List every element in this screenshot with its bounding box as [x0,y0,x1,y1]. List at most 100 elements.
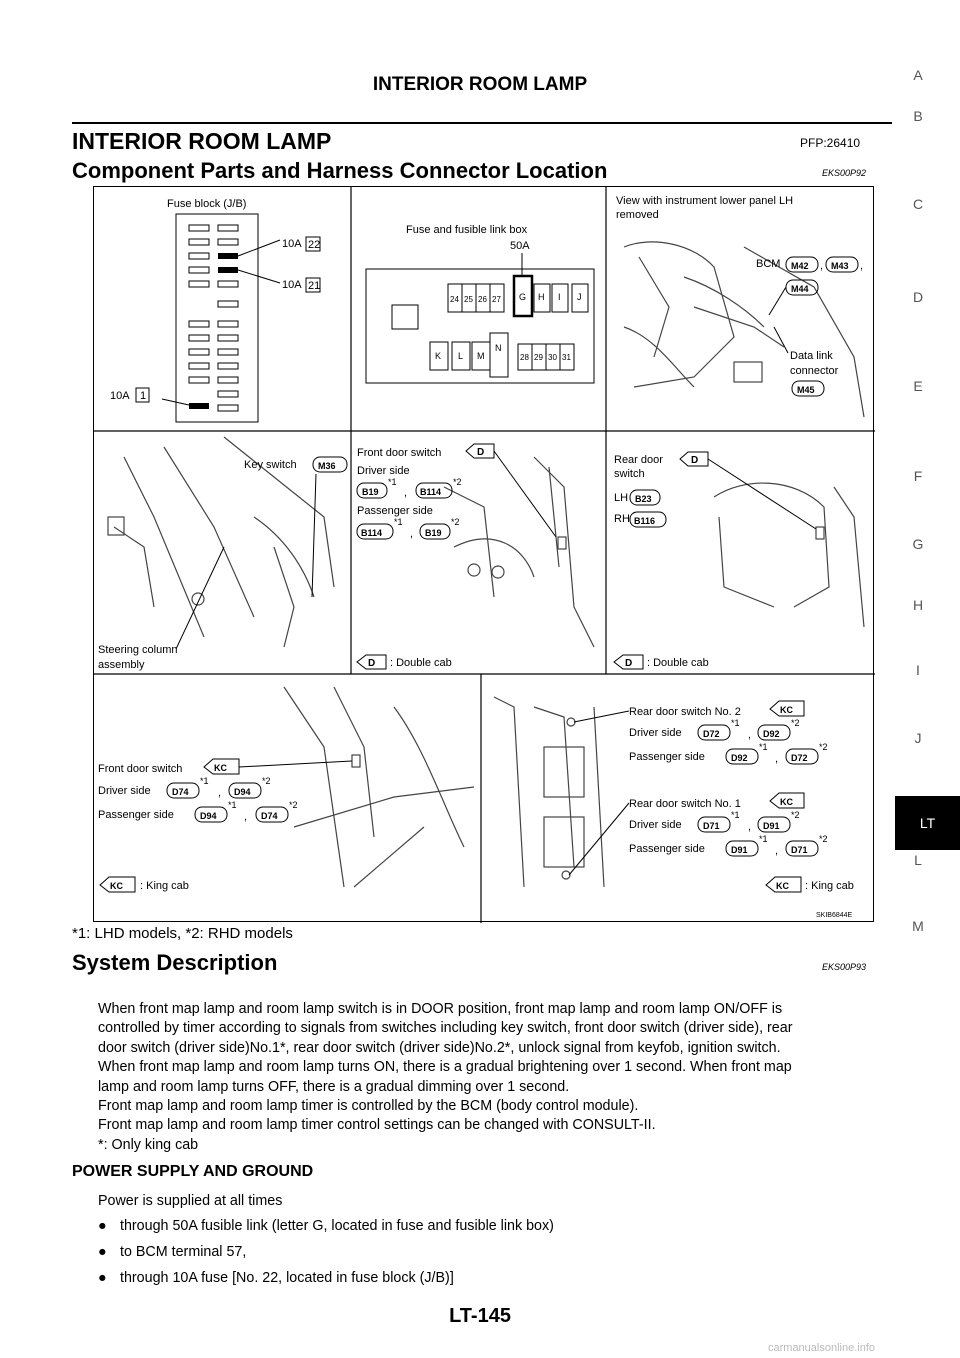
side-index-lt-active[interactable]: LT [895,796,960,850]
front-door-switch-double-cab-panel: Front door switch D Driver side B19 *1 ,… [356,443,595,670]
svg-text:D: D [691,455,698,466]
svg-text:*1: *1 [394,517,403,527]
svg-text:D92: D92 [763,729,780,739]
svg-text:: King cab: : King cab [805,880,854,892]
svg-text:Rear door switch No. 1: Rear door switch No. 1 [629,798,741,810]
svg-text:KC: KC [780,797,793,807]
rear-door-switch-king-cab-panel: Rear door switch No. 2 KC Driver side D7… [493,696,854,919]
svg-text:M45: M45 [797,385,815,395]
svg-text:M44: M44 [791,284,809,294]
svg-text:D: D [477,447,484,458]
svg-text:connector: connector [790,365,839,377]
svg-text:View with instrument lower pan: View with instrument lower panel LH [616,195,793,207]
footnote: *1: LHD models, *2: RHD models [72,925,293,942]
svg-text:*1: *1 [228,800,237,810]
svg-text:*1: *1 [759,834,768,844]
svg-text:*2: *2 [451,517,460,527]
fuse-block-panel: Fuse block (J/B) 10A 22 10A 21 10A [110,198,321,423]
side-index-b[interactable]: B [913,108,923,124]
svg-text:Rear door: Rear door [614,454,663,466]
svg-text:LH: LH [614,492,628,504]
side-index-h[interactable]: H [912,597,924,613]
paragraph-line: When front map lamp and room lamp turns … [98,1059,792,1076]
fuse-block-label: Fuse block (J/B) [167,198,246,210]
svg-text:D91: D91 [731,845,748,855]
svg-text:Data link: Data link [790,350,833,362]
power-supply-heading: POWER SUPPLY AND GROUND [72,1163,314,1180]
svg-text:10A: 10A [282,279,302,291]
side-index-e[interactable]: E [913,378,923,394]
svg-text:switch: switch [614,468,645,480]
key-switch-panel: Key switch M36 Steering column assembly [98,436,348,671]
svg-text:*2: *2 [791,718,800,728]
side-index-l[interactable]: L [914,852,922,868]
system-description-title: System Description [72,950,278,975]
header-title: INTERIOR ROOM LAMP [372,74,588,95]
svg-text:,: , [748,821,751,833]
svg-text:: Double cab: : Double cab [647,657,709,669]
side-index-a[interactable]: A [913,67,923,83]
svg-text:27: 27 [492,295,501,304]
system-code: EKS00P93 [822,962,867,972]
paragraph-line: controlled by timer according to signals… [98,1020,793,1037]
paragraph-line: *: Only king cab [98,1136,199,1153]
figure-svg: Fuse block (J/B) 10A 22 10A 21 10A [94,187,875,923]
svg-text:*2: *2 [819,834,828,844]
svg-text:Passenger side: Passenger side [629,751,705,763]
svg-text:Front door switch: Front door switch [98,763,182,775]
svg-text:,: , [860,260,863,272]
svg-text:D92: D92 [731,753,748,763]
side-index-f[interactable]: F [913,468,923,484]
svg-text:22: 22 [308,239,320,251]
fusible-link-box-panel: Fuse and fusible link box 50A 24 25 26 2… [365,224,595,384]
svg-text:1: 1 [140,390,146,402]
bullet-icon: ● [98,1244,107,1260]
svg-text:D72: D72 [791,753,808,763]
power-intro: Power is supplied at all times [98,1193,283,1209]
svg-text:,: , [218,787,221,799]
paragraph-line: door switch (driver side)No.1*, rear doo… [98,1039,781,1056]
side-index-j[interactable]: J [914,730,922,746]
page-number: LT-145 [449,1305,511,1327]
svg-text:D71: D71 [791,845,808,855]
svg-text:D: D [368,658,375,669]
svg-text:10A: 10A [110,390,130,402]
svg-text:D: D [625,658,632,669]
svg-text:Passenger side: Passenger side [357,505,433,517]
svg-text:RH: RH [614,513,630,525]
svg-text:KC: KC [110,881,123,891]
svg-text:KC: KC [214,763,227,773]
svg-text:25: 25 [464,295,473,304]
instrument-panel-view: View with instrument lower panel LH remo… [616,195,865,418]
svg-text:K: K [435,351,441,361]
svg-text:D71: D71 [703,821,720,831]
svg-text:B19: B19 [425,528,442,538]
paragraph-line: Front map lamp and room lamp timer is co… [98,1098,639,1115]
svg-text:Driver side: Driver side [629,819,682,831]
fuse-22 [218,253,238,259]
svg-text:Passenger side: Passenger side [629,843,705,855]
side-index-m[interactable]: M [912,918,924,934]
watermark: carmanualsonline.info [768,1342,876,1354]
side-index-i[interactable]: I [916,662,920,678]
svg-text:M36: M36 [318,461,336,471]
svg-text:: King cab: : King cab [140,880,189,892]
bullet-item: ●to BCM terminal 57, [98,1244,247,1260]
rear-door-switch-double-cab-panel: Rear door switch D LH B23 RH B116 D : Do… [613,451,865,670]
side-index-g[interactable]: G [912,536,924,552]
svg-text:I: I [558,292,561,302]
figure-id: SKIB6844E [816,912,853,919]
svg-text:D94: D94 [200,811,217,821]
section-title: INTERIOR ROOM LAMP [72,128,332,154]
svg-text:*1: *1 [759,742,768,752]
svg-text:50A: 50A [510,240,530,252]
side-index-d[interactable]: D [912,289,924,305]
svg-text:H: H [538,292,545,302]
svg-text:*2: *2 [819,742,828,752]
svg-text:,: , [775,753,778,765]
side-index-c[interactable]: C [912,196,924,212]
svg-text:D94: D94 [234,787,251,797]
svg-text:L: L [458,351,463,361]
paragraph-line: lamp and room lamp turns OFF, there is a… [98,1078,570,1095]
svg-text:Driver side: Driver side [98,785,151,797]
